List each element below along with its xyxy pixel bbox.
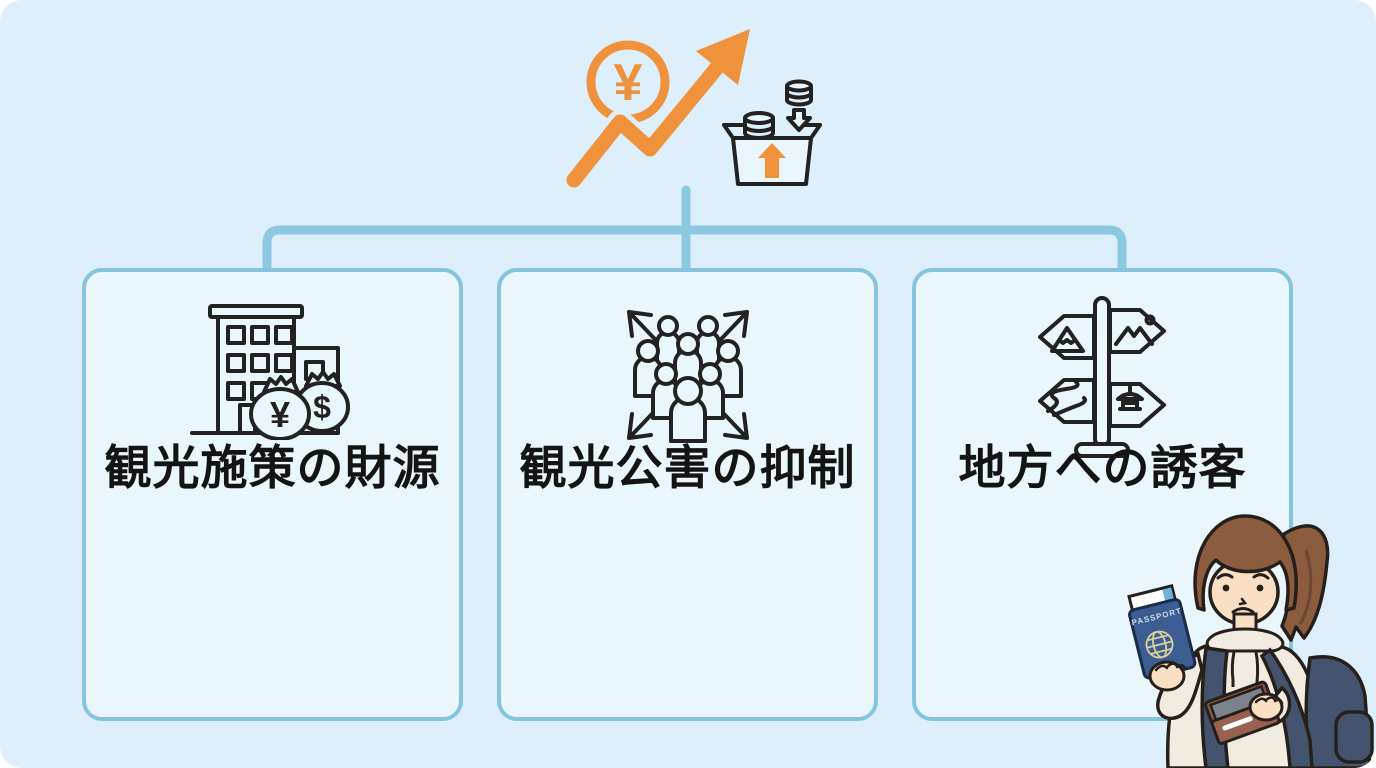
yen-symbol: ¥ xyxy=(614,54,643,112)
crowd-dispersing-arrows-icon xyxy=(626,310,749,443)
card-icon-area: $ ¥ xyxy=(86,300,459,440)
signpost-base xyxy=(1074,442,1130,458)
head xyxy=(1193,514,1298,626)
card-label: 観光公害の抑制 xyxy=(519,441,856,494)
passport-hand xyxy=(1148,660,1187,692)
card-label: 観光施策の財源 xyxy=(104,441,441,494)
growth-arrow-icon xyxy=(561,29,750,193)
right-eye xyxy=(1256,584,1264,592)
dollar-symbol: $ xyxy=(313,389,331,425)
sign-winding-road xyxy=(1038,378,1096,424)
yen-coin-icon: ¥ xyxy=(586,40,670,124)
hero-illustration: ¥ xyxy=(561,29,822,193)
backpack-pocket xyxy=(1334,710,1374,764)
building-with-money-bags-icon: $ ¥ xyxy=(189,304,350,440)
card-icon-area xyxy=(916,294,1289,459)
donation-box-icon xyxy=(722,79,822,186)
sign-mount-fuji xyxy=(1038,314,1096,360)
yen-symbol: ¥ xyxy=(269,394,289,435)
hood-collar xyxy=(1205,627,1285,653)
sign-mountain-view xyxy=(1108,308,1166,354)
card-icon-area xyxy=(501,296,874,454)
right-eyebrow xyxy=(1252,573,1270,580)
hair xyxy=(1193,514,1298,612)
crowd-people xyxy=(632,315,743,443)
card-overtourism-control: 観光公害の抑制 xyxy=(497,268,878,721)
passport-and-ticket: PASSPORT xyxy=(1127,584,1197,680)
down-arrow-icon xyxy=(786,108,812,132)
card-label: 地方への誘客 xyxy=(958,441,1247,494)
left-eye xyxy=(1222,584,1230,592)
card-regional-attraction: 地方への誘客 xyxy=(912,268,1293,721)
worried-tourist-illustration: PASSPORT xyxy=(1127,514,1374,768)
signpost-pole xyxy=(1093,296,1111,448)
card-tourism-funding: $ ¥ 観光施策の財源 xyxy=(82,268,463,721)
destination-signpost-icon xyxy=(1038,296,1166,458)
nose xyxy=(1238,597,1248,606)
sign-temple xyxy=(1108,382,1166,428)
wallet-hand xyxy=(1248,692,1284,722)
up-arrow-icon xyxy=(758,143,786,178)
left-eyebrow xyxy=(1216,573,1234,580)
worried-mouth xyxy=(1231,607,1255,614)
falling-coins-icon xyxy=(785,79,813,107)
coin-stack-on-box-icon xyxy=(743,111,775,140)
yen-money-bag-icon: ¥ xyxy=(248,375,311,440)
passport-globe xyxy=(1145,630,1174,659)
wallet-card-slot xyxy=(1222,716,1253,731)
